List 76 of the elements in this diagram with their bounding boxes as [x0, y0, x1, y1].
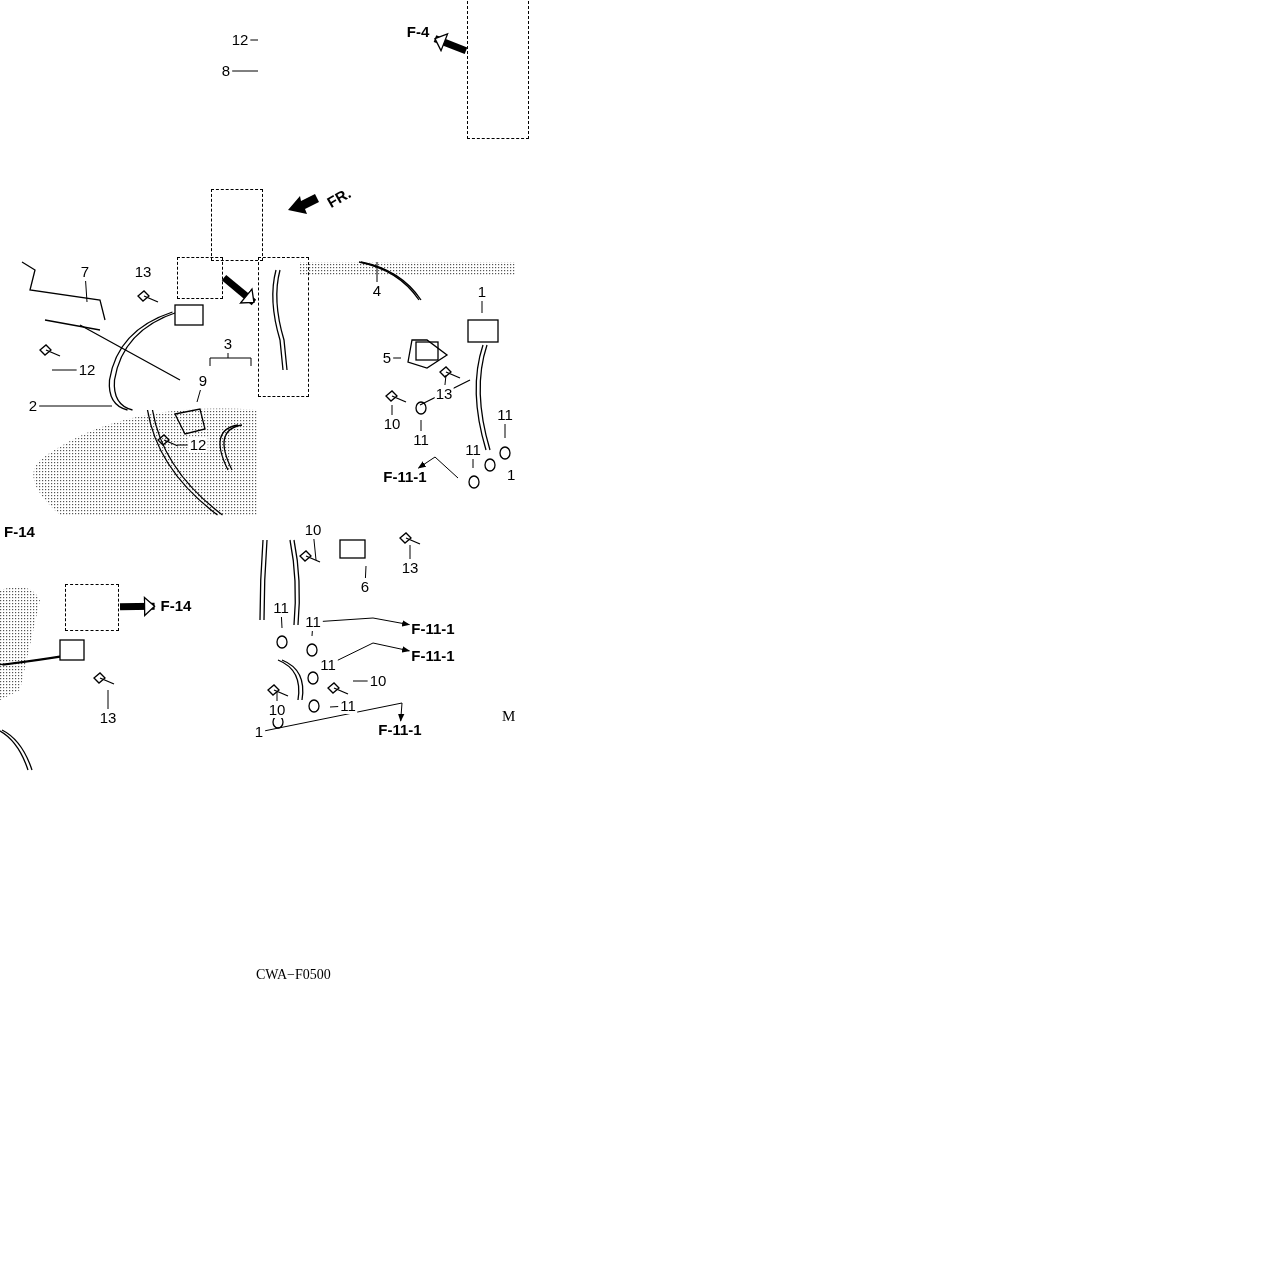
reference-arrow: [221, 274, 257, 306]
leader-line: [107, 689, 109, 710]
reference-arrow: [433, 33, 468, 54]
leader-line: [409, 544, 411, 560]
callout-number: 10: [368, 673, 388, 689]
leader-line: [196, 389, 201, 403]
reference-label: F-11-1: [382, 469, 428, 485]
direction-label: FR.: [324, 185, 354, 211]
dashed-box: [177, 257, 223, 299]
leader-line: [249, 39, 259, 41]
callout-number: 2: [27, 398, 39, 414]
callout-number: 1: [476, 284, 488, 300]
reference-label: F-11-1: [377, 722, 423, 738]
leader-line: [280, 616, 283, 629]
reference-label: F-14: [4, 524, 35, 540]
leader-line: [311, 630, 313, 637]
drawing-code: CWA−F0500: [256, 967, 331, 983]
reference-label: F-4: [405, 24, 431, 40]
dashed-box: [211, 189, 263, 261]
callout-number: 1: [253, 724, 265, 740]
reference-label: M: [502, 708, 516, 724]
leader-line: [364, 565, 367, 579]
callout-number: 6: [359, 579, 371, 595]
leader-arrow: [264, 702, 405, 732]
leader-line: [392, 357, 402, 359]
leader-line: [472, 458, 474, 469]
callout-number: 11: [319, 657, 337, 673]
callout-number: 11: [412, 432, 430, 448]
leader-line: [313, 538, 317, 561]
leader-line: [504, 423, 506, 439]
callout-number: 12: [230, 32, 250, 48]
callout-number: 11: [464, 442, 482, 458]
reference-arrow: [119, 596, 156, 617]
callout-number: 11: [339, 698, 357, 714]
dashed-box: [258, 257, 309, 397]
callout-number: 13: [400, 560, 420, 576]
callout-number: 13: [133, 264, 153, 280]
callout-number: 7: [79, 264, 91, 280]
leader-line: [177, 444, 189, 446]
callout-number: 13: [98, 710, 118, 726]
leader-line: [51, 369, 78, 371]
leader-line: [329, 706, 339, 708]
leader-line: [376, 261, 378, 283]
callout-number: 10: [303, 522, 323, 538]
reference-label: F-11-1: [410, 621, 456, 637]
dashed-box: [467, 0, 529, 139]
callout-number: 8: [220, 63, 232, 79]
callout-number: 4: [371, 283, 383, 299]
dashed-box: [65, 584, 119, 631]
leader-line: [227, 352, 229, 359]
callout-number: 11: [304, 614, 322, 630]
callout-number: 10: [382, 416, 402, 432]
leader-line: [276, 691, 278, 702]
leader-line: [231, 70, 259, 72]
leader-line: [481, 300, 483, 314]
callout-number: 11: [496, 407, 514, 423]
callout-number: 10: [267, 702, 287, 718]
reference-label: F-11-1: [410, 648, 456, 664]
callout-number: 12: [188, 437, 208, 453]
callout-number: 5: [381, 350, 393, 366]
leader-arrow: [417, 456, 459, 479]
reference-label: F-14: [159, 598, 193, 614]
reference-label: 1: [507, 467, 516, 483]
callout-number: 13: [434, 386, 454, 402]
leader-line: [391, 404, 393, 416]
callout-number: 3: [222, 336, 234, 352]
leader-line: [85, 280, 88, 303]
leader-arrow: [322, 617, 411, 627]
leader-line: [352, 680, 369, 682]
leader-line: [444, 374, 447, 386]
callout-number: 9: [197, 373, 209, 389]
leader-line: [38, 405, 113, 407]
callout-number: 12: [77, 362, 97, 378]
leader-arrow: [337, 642, 411, 661]
leader-line: [420, 419, 422, 432]
callout-number: 11: [272, 600, 290, 616]
